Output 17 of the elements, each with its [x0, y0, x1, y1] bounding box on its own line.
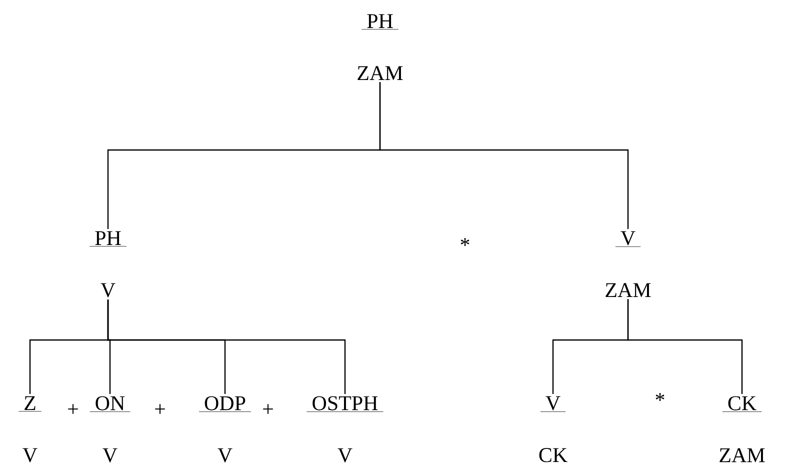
operator-sign: +: [155, 404, 165, 414]
tree-connector: [107, 299, 346, 394]
fraction-term: OSTPH V: [306, 396, 384, 462]
fraction-term: PH ZAM: [358, 14, 403, 80]
fraction-term: V CK: [539, 396, 568, 462]
operator-sign: +: [263, 404, 273, 414]
fraction-term: ODP V: [198, 396, 252, 462]
operator-sign: *: [656, 393, 664, 401]
tree-connector: [379, 82, 629, 229]
operator-sign: +: [68, 404, 78, 414]
fraction-term: PH V: [89, 231, 127, 298]
fraction-term: V ZAM: [606, 231, 651, 297]
fraction-term: ON V: [90, 396, 130, 462]
fraction-term: Z V: [18, 396, 42, 462]
tree-connector: [627, 299, 743, 394]
operator-sign: *: [460, 238, 470, 246]
fraction-term: CK ZAM: [720, 396, 765, 462]
